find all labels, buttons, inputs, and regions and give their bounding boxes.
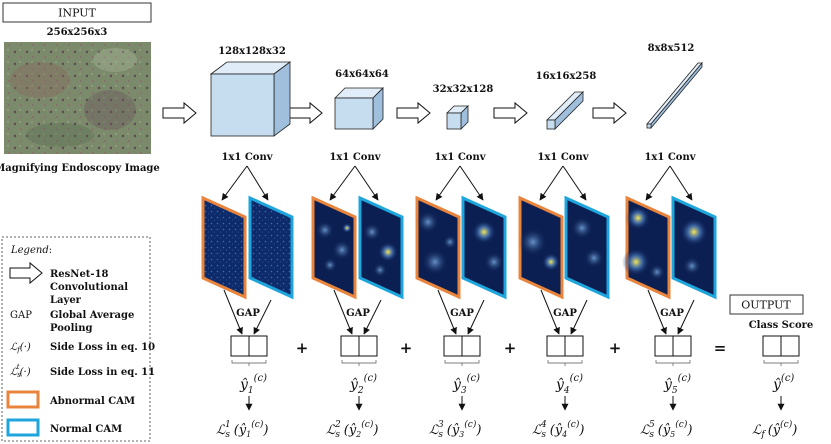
- feature-map-2: [334, 87, 384, 130]
- legend-resnet-line-3: Layer: [50, 295, 82, 306]
- output-caption: Class Score: [749, 320, 814, 331]
- loss-final: ℒf(ŷ(c)): [752, 419, 797, 440]
- input-size: 256x256x3: [47, 27, 108, 38]
- gap-label-3: GAP: [450, 308, 474, 319]
- feature-map-5: [646, 61, 703, 130]
- input-title: INPUT: [58, 7, 96, 20]
- score-boxes: [230, 335, 800, 357]
- cam-pair-2: [311, 195, 404, 300]
- stage-1-dims: 128x128x32: [218, 46, 286, 57]
- resnet-arrow-2: [288, 101, 323, 125]
- cam-pair-4: [518, 195, 610, 300]
- resnet-arrow-5: [592, 101, 627, 125]
- resnet-arrow-3: [396, 101, 431, 125]
- input-title-box: [2, 2, 152, 23]
- legend-abnormal-label: Abnormal CAM: [49, 396, 135, 407]
- cam-pair-1: [201, 195, 294, 300]
- legend-title: Legend:: [10, 245, 52, 256]
- plus-1: +: [296, 339, 309, 357]
- conv-label-4: 1x1 Conv: [537, 152, 589, 163]
- normal-cam-5: [671, 195, 717, 300]
- endoscopy-image: [4, 42, 151, 154]
- feature-map-3: [446, 105, 469, 130]
- normal-cam-3: [461, 195, 507, 300]
- loss-4: ℒs4(ŷ4(c)): [532, 419, 584, 440]
- plus-2: +: [400, 339, 413, 357]
- stage-2-dims: 64x64x64: [335, 69, 389, 80]
- feature-map-1: [209, 61, 292, 137]
- loss-2: ℒs2(ŷ2(c)): [326, 419, 378, 440]
- gap-label-5: GAP: [660, 308, 684, 319]
- conv-label-5: 1x1 Conv: [644, 152, 696, 163]
- yhat-labels: ŷ1(c) ŷ2(c) ŷ3(c) ŷ4(c) ŷ5(c) ŷ(c): [239, 373, 794, 396]
- stage-5-dims: 8x8x512: [648, 43, 695, 54]
- abnormal-cam-1: [201, 195, 247, 300]
- input-caption: Magnifying Endoscopy Image: [0, 163, 160, 174]
- loss-1: ℒs1(ŷ1(c)): [216, 419, 268, 440]
- cam-pair-5: [622, 195, 717, 300]
- loss-5: ℒs5(ŷ5(c)): [640, 419, 692, 440]
- output-title: OUTPUT: [741, 299, 791, 312]
- loss-arrows: [245, 396, 785, 411]
- conv-label-2: 1x1 Conv: [329, 152, 381, 163]
- legend-lf-symbol: ℒf(·): [10, 342, 31, 354]
- legend-gap-abbr: GAP: [10, 310, 32, 321]
- legend-resnet-line-2: Convolutional: [50, 282, 128, 293]
- legend-resnet-line-1: ResNet-18: [50, 269, 109, 280]
- cam-pair-3: [415, 195, 507, 300]
- plus-3: +: [504, 339, 517, 357]
- loss-labels: ℒs1(ŷ1(c)) ℒs2(ŷ2(c)) ℒs3(ŷ3(c)) ℒs4(ŷ4(…: [216, 419, 797, 440]
- legend-ls-symbol: ℒst(·): [10, 363, 31, 379]
- yhat-3: ŷ3(c): [452, 373, 480, 396]
- legend-abnormal-swatch: [6, 390, 40, 409]
- gap-label-2: GAP: [346, 308, 370, 319]
- plus-4: +: [609, 339, 622, 357]
- gap-label-1: GAP: [236, 308, 260, 319]
- output-section: OUTPUT Class Score: [729, 294, 814, 331]
- conv-arrows: [221, 165, 693, 201]
- equals: =: [714, 339, 727, 357]
- score-braces: [231, 360, 799, 366]
- yhat-5: ŷ5(c): [663, 373, 691, 396]
- legend-lf-desc: Side Loss in eq. 10: [50, 342, 155, 353]
- resnet-arrow-4: [493, 101, 528, 125]
- legend-normal-label: Normal CAM: [50, 424, 122, 435]
- resnet-arrows: [162, 101, 627, 125]
- yhat-2: ŷ2(c): [349, 373, 377, 396]
- legend-normal-swatch: [6, 418, 40, 437]
- resnet-arrow-1: [162, 101, 197, 125]
- normal-cam-4: [564, 195, 610, 300]
- input-section: INPUT 256x256x3 Magnifying Endoscopy Ima…: [0, 2, 160, 174]
- conv-label-3: 1x1 Conv: [434, 152, 486, 163]
- gap-label-4: GAP: [553, 308, 577, 319]
- feature-map-4: [546, 91, 584, 130]
- yhat-final: ŷ(c): [772, 373, 794, 393]
- conv-label-1: 1x1 Conv: [221, 152, 273, 163]
- legend-gap-line-1: Global Average: [50, 310, 134, 321]
- legend-ls-desc: Side Loss in eq. 11: [50, 367, 155, 378]
- legend-resnet-arrow: [9, 261, 43, 285]
- yhat-4: ŷ4(c): [555, 373, 583, 396]
- yhat-1: ŷ1(c): [239, 373, 267, 396]
- output-title-box: [729, 294, 804, 315]
- loss-3: ℒs3(ŷ3(c)): [429, 419, 481, 440]
- gap-arrows: [223, 289, 695, 335]
- legend-gap-line-2: Pooling: [50, 323, 92, 334]
- normal-cam-1: [248, 195, 294, 300]
- legend: Legend: ResNet-18 Convolutional Layer GA…: [1, 236, 155, 442]
- stage-4-dims: 16x16x258: [536, 71, 597, 82]
- stage-3-dims: 32x32x128: [433, 84, 494, 95]
